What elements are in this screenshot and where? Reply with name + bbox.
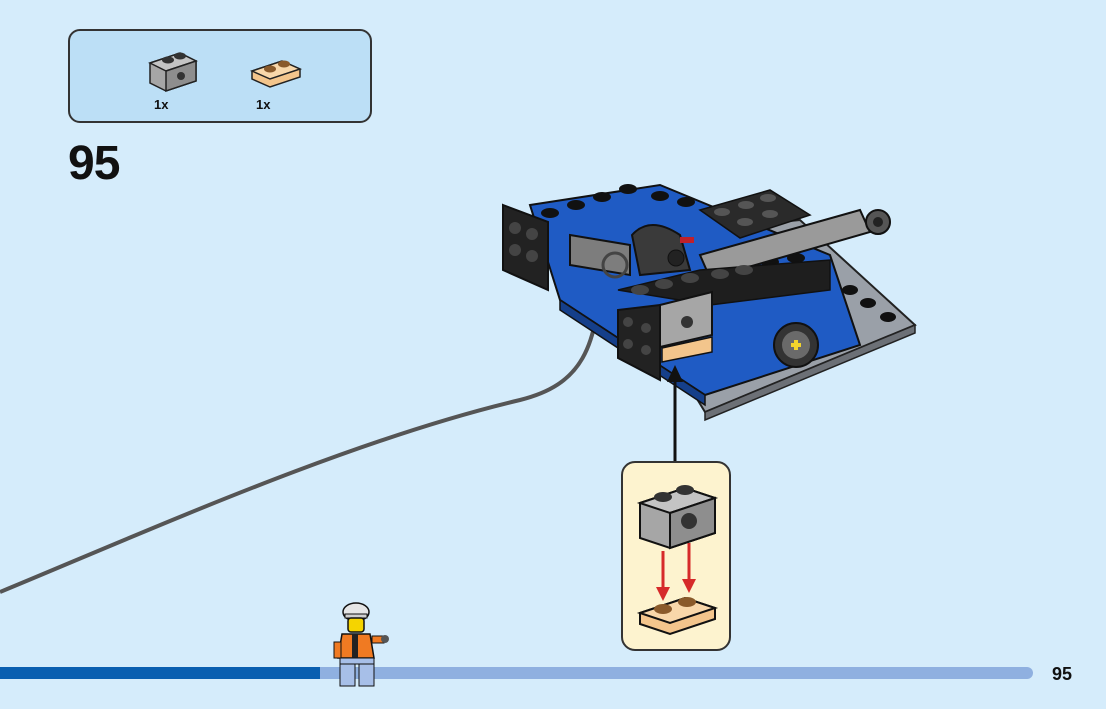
progress-bar [0,667,1033,679]
construction-worker-minifig-icon [330,600,390,690]
progress-fill [0,667,320,679]
callout-illustration [623,463,733,653]
sub-assembly-callout [621,461,731,651]
cable [0,260,600,592]
page-number: 95 [1052,664,1072,685]
